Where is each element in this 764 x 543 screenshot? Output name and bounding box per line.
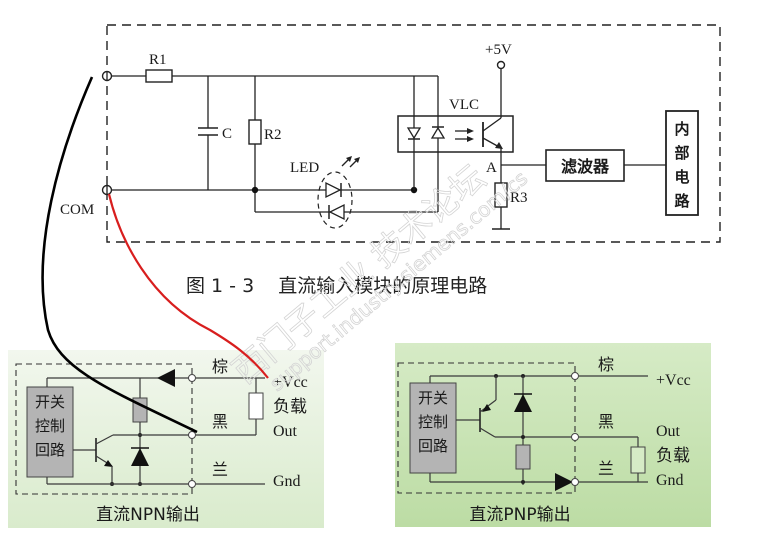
pnp-out-label: Out	[656, 423, 681, 440]
pnp-load-resistor	[630, 446, 646, 474]
black-annotation-wire	[41, 76, 198, 434]
r3-label: R3	[510, 190, 528, 206]
internal-circuit-char: 电	[674, 168, 689, 186]
npn-control-label: 回路	[35, 441, 65, 459]
pnp-brown-label: 棕	[598, 355, 614, 374]
vlc-label: VLC	[449, 97, 479, 113]
npn-black-label: 黑	[212, 412, 228, 431]
npn-control-label: 开关	[35, 393, 65, 411]
resistor-r2	[248, 119, 262, 145]
led-label: LED	[290, 160, 319, 176]
pnp-output-panel: 开关 控制 回路 棕 黑	[395, 343, 711, 527]
npn-brown-label: 棕	[212, 357, 228, 376]
module-boundary	[106, 24, 721, 243]
npn-out-label: Out	[273, 423, 298, 440]
npn-control-block	[26, 386, 74, 478]
npn-load-resistor	[248, 392, 264, 420]
r2-label: R2	[264, 127, 282, 143]
pnp-gnd-label: Gnd	[656, 472, 684, 489]
resistor-r1	[145, 69, 173, 83]
pnp-control-label: 控制	[418, 413, 448, 431]
filter-label: 滤波器	[561, 157, 610, 176]
pnp-blue-label: 兰	[598, 459, 614, 478]
pnp-control-label: 开关	[418, 389, 448, 407]
internal-circuit-char: 路	[674, 192, 690, 210]
capacitor-c-label: C	[222, 126, 232, 142]
pnp-control-label: 回路	[418, 437, 448, 455]
pnp-caption: 直流PNP输出	[469, 505, 570, 525]
npn-control-label: 控制	[35, 417, 65, 435]
pnp-load-label: 负载	[656, 446, 690, 466]
internal-circuit-block	[665, 110, 699, 216]
npn-caption: 直流NPN输出	[96, 505, 200, 525]
plus5v-label: +5V	[485, 42, 512, 58]
pnp-vcc-label: +Vcc	[656, 372, 691, 389]
internal-circuit-char: 部	[674, 144, 689, 162]
optocoupler-vlc	[397, 76, 514, 213]
r1-label: R1	[149, 52, 167, 68]
node-a-label: A	[486, 160, 497, 176]
plus5v-terminal	[496, 60, 506, 70]
npn-gnd-label: Gnd	[273, 473, 301, 490]
npn-vcc-label: +Vcc	[273, 374, 308, 391]
internal-circuit-char: 内	[674, 120, 689, 138]
pnp-diode-gnd	[555, 473, 573, 491]
npn-blue-label: 兰	[212, 460, 228, 479]
dc-input-module-circuit: COM R1 C R2	[60, 24, 721, 243]
pnp-control-block	[409, 382, 457, 474]
red-annotation-wire	[107, 193, 269, 379]
pnp-black-label: 黑	[598, 412, 614, 431]
npn-load-label: 负载	[273, 397, 307, 417]
npn-output-panel: 开关 控制 回路 棕 黑 兰 +Vcc	[8, 350, 324, 528]
filter-block	[545, 149, 625, 182]
npn-diode-vcc	[157, 369, 175, 387]
com-label: COM	[60, 202, 94, 218]
led-indicator	[317, 156, 360, 229]
figure-caption: 图 1 - 3 直流输入模块的原理电路	[186, 275, 487, 297]
